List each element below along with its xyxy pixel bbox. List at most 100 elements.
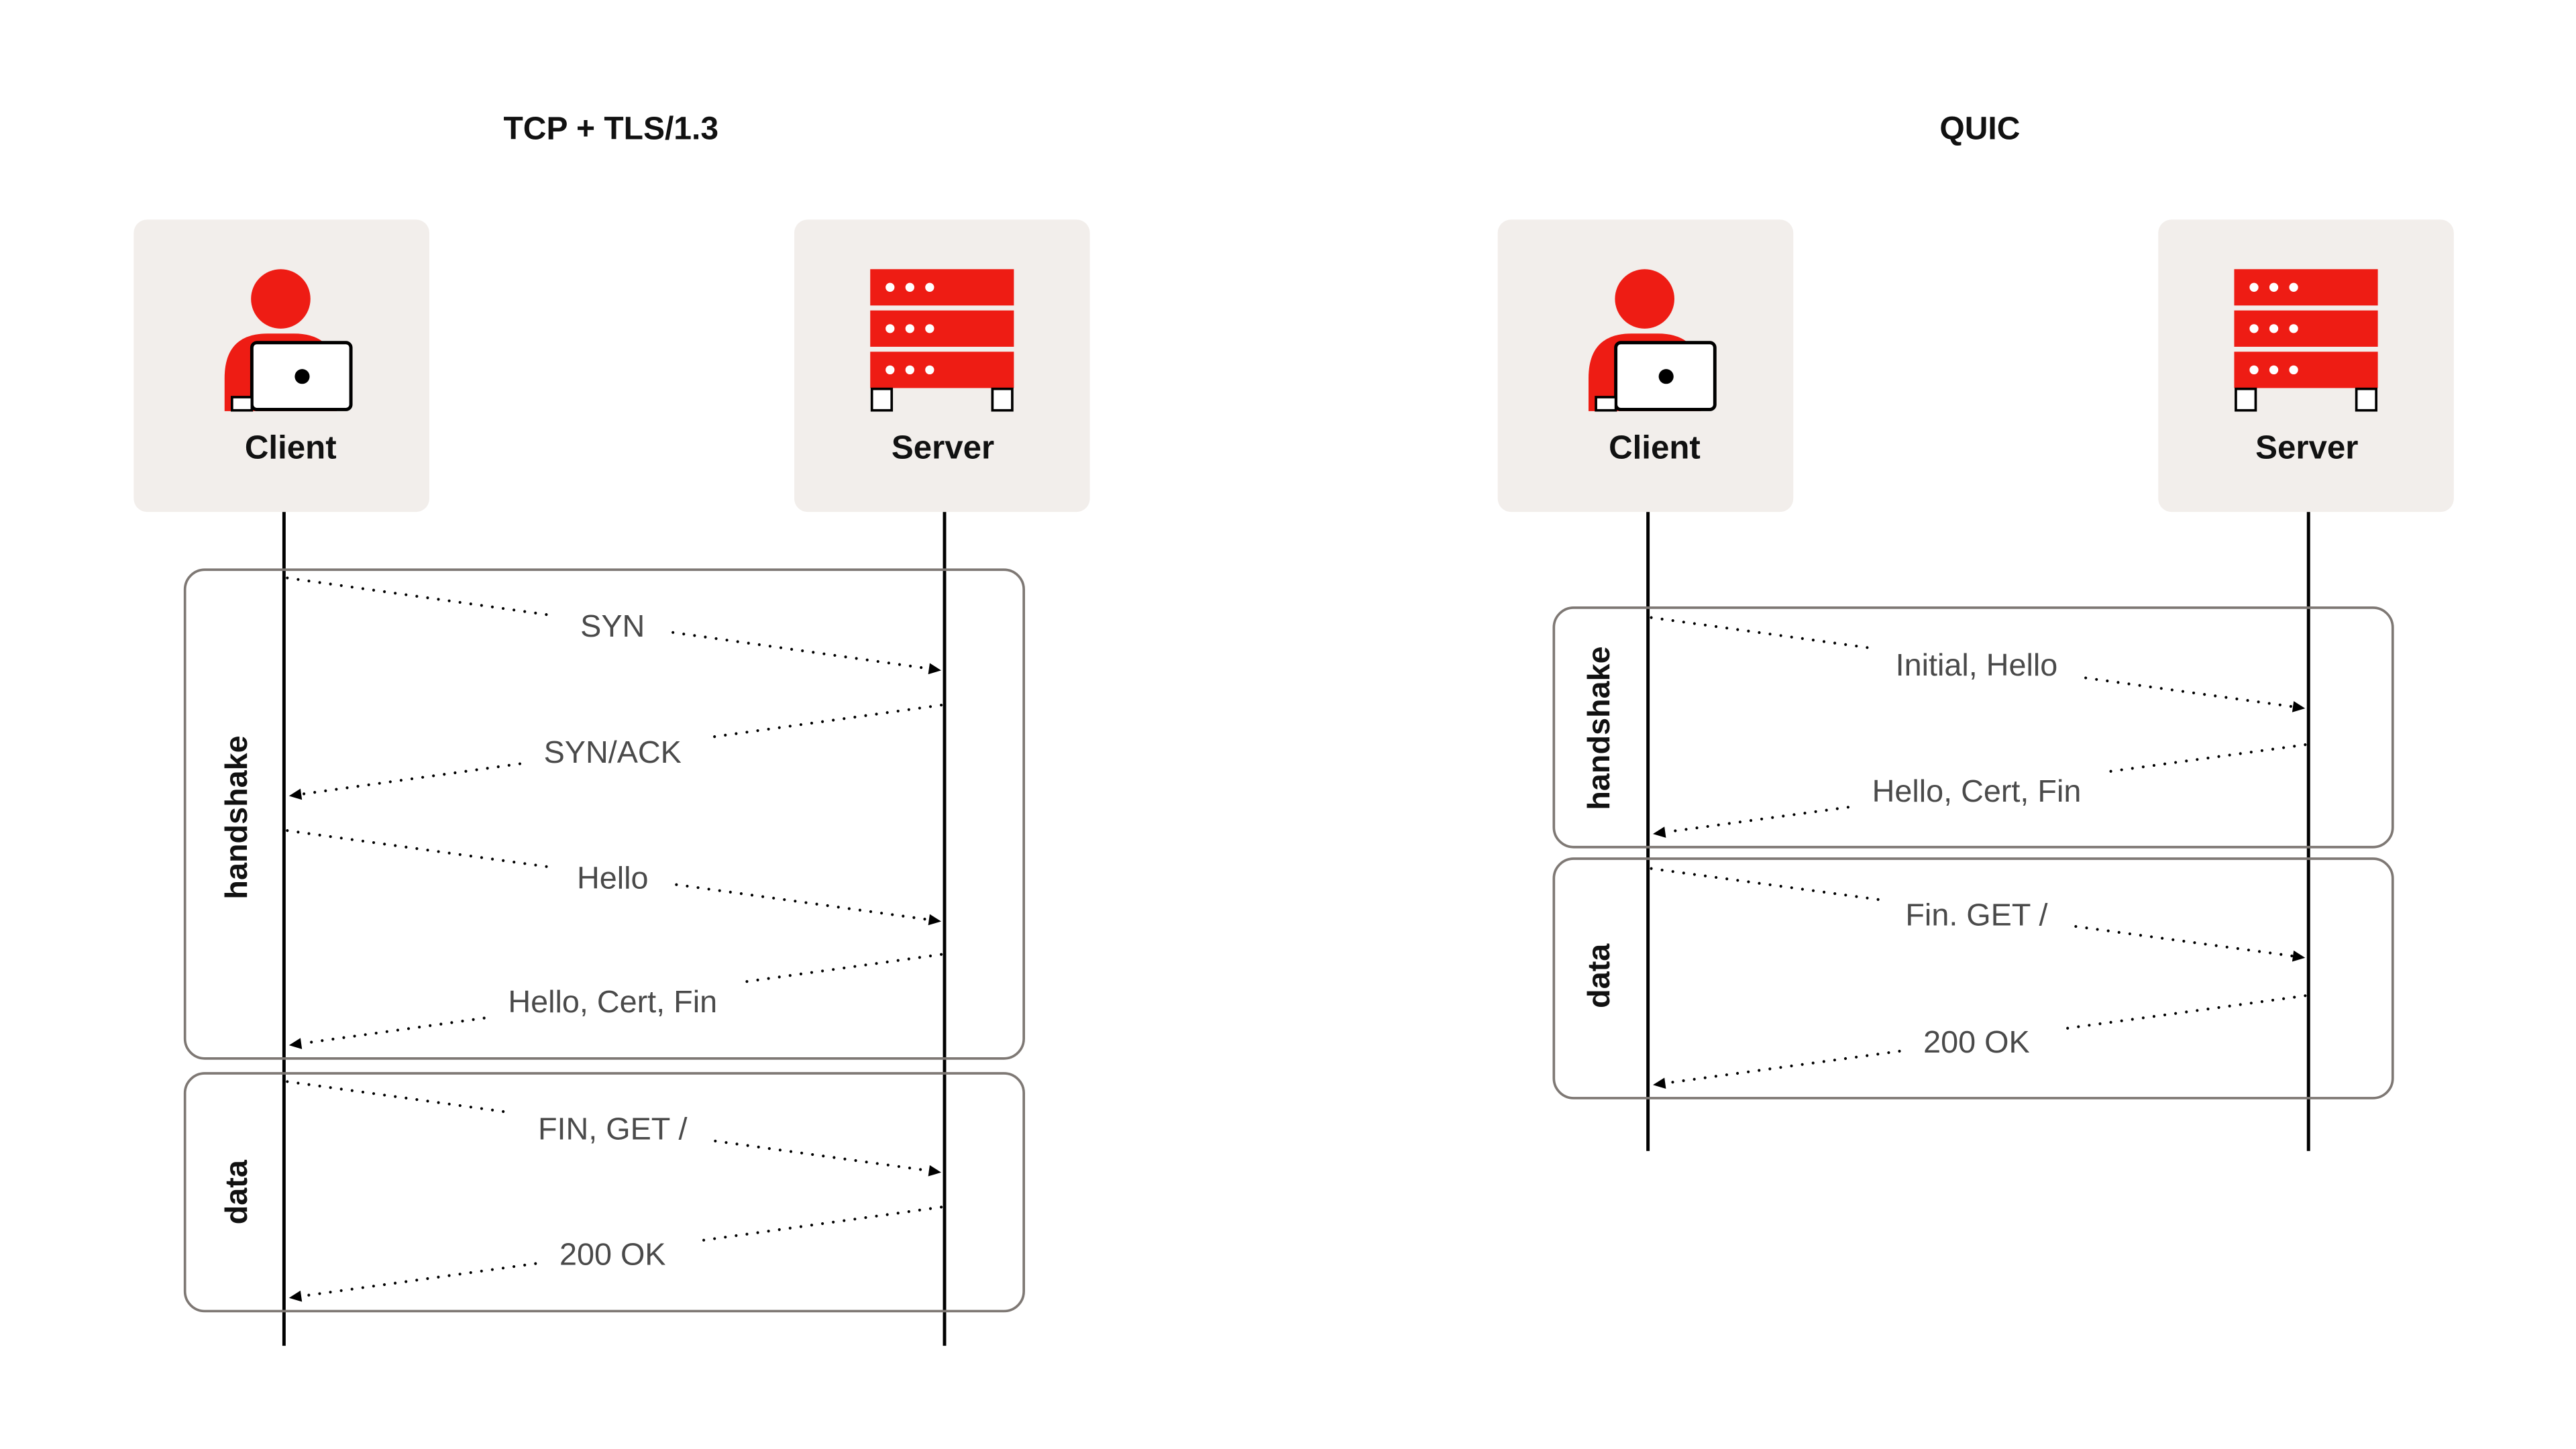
message: Hello, Cert, Fin: [288, 953, 943, 1049]
arrowhead-icon: [928, 1165, 942, 1177]
server-led: [905, 282, 914, 292]
arrowhead-icon: [2292, 701, 2306, 712]
server-led: [2249, 282, 2259, 292]
laptop-base: [1595, 396, 1617, 412]
data-phase-box: [183, 1072, 1025, 1313]
server-leg: [870, 387, 894, 412]
client-participant: Client: [1497, 219, 1794, 513]
message-line: [286, 829, 554, 869]
arrowhead-icon: [2292, 950, 2306, 962]
server-label: Server: [892, 429, 994, 466]
server-leg: [2355, 387, 2377, 412]
message-line: [745, 953, 943, 983]
message-label: SYN: [580, 608, 645, 643]
server-led: [2289, 282, 2298, 292]
message-line: [286, 576, 557, 618]
message: Hello: [286, 829, 942, 926]
message-label: 200 OK: [1923, 1024, 2030, 1059]
message-label: SYN/ACK: [544, 735, 682, 769]
message-line: [693, 1205, 943, 1243]
server-led: [905, 324, 914, 333]
server-led: [905, 365, 914, 375]
server-led: [885, 365, 895, 375]
server-leg: [991, 387, 1014, 412]
phase-label-data: data: [219, 1159, 254, 1224]
message-label: Initial, Hello: [1896, 647, 2058, 682]
server-led: [885, 282, 895, 292]
message-label: 200 OK: [559, 1237, 666, 1272]
data-phase-box: [1552, 857, 2394, 1099]
message-line: [299, 1262, 537, 1298]
laptop-dot: [294, 369, 310, 384]
arrowhead-icon: [1653, 1077, 1666, 1089]
person-head: [251, 269, 311, 329]
arrowhead-icon: [288, 1038, 303, 1049]
server-led: [885, 324, 895, 333]
message: 200 OK: [288, 1205, 943, 1302]
message-line: [299, 762, 522, 796]
person-with-laptop-icon: [224, 269, 353, 412]
message: Hello, Cert, Fin: [1653, 743, 2307, 838]
diagram-title: QUIC: [1939, 111, 2020, 146]
message-line: [1650, 616, 1872, 650]
arrowhead-icon: [288, 788, 303, 800]
arrowhead-icon: [928, 914, 942, 926]
message-line: [672, 631, 930, 670]
phase-label-handshake: handshake: [1581, 646, 1616, 810]
phase-label-data: data: [1581, 943, 1616, 1008]
message-label: FIN, GET /: [538, 1111, 688, 1146]
laptop-dot: [1658, 369, 1674, 384]
tcp-tls-diagram: TCP + TLS/1.3 Client: [133, 111, 1090, 1346]
laptop-base: [231, 396, 254, 412]
message-line: [708, 703, 943, 739]
server-led: [2289, 365, 2298, 375]
message-line: [1650, 867, 1882, 902]
message-line: [2074, 924, 2295, 958]
message: Fin. GET /: [1650, 867, 2306, 962]
server-participant: Server: [794, 219, 1090, 513]
client-label: Client: [245, 429, 337, 466]
diagram-title: TCP + TLS/1.3: [503, 111, 718, 146]
arrowhead-icon: [1653, 826, 1666, 838]
phase-label-handshake: handshake: [219, 735, 254, 899]
message-line: [675, 883, 930, 922]
message-label: Hello: [577, 860, 649, 895]
server-led: [925, 282, 934, 292]
message-line: [1664, 806, 1849, 834]
message-line: [286, 1080, 515, 1115]
message-line: [1664, 1049, 1901, 1085]
server-rack-icon: [2234, 269, 2378, 412]
message-line: [2084, 676, 2295, 708]
message-label: Hello, Cert, Fin: [508, 984, 717, 1019]
server-led: [2249, 324, 2259, 333]
handshake-phase-box: [1552, 606, 2394, 849]
arrowhead-icon: [288, 1290, 303, 1302]
person-with-laptop-icon: [1589, 269, 1717, 412]
server-rack-icon: [870, 269, 1014, 412]
message: SYN/ACK: [288, 703, 943, 800]
message-line: [299, 1016, 486, 1045]
server-led: [925, 324, 934, 333]
message-line: [2057, 994, 2307, 1031]
quic-diagram: QUIC Client: [1497, 111, 2454, 1151]
message: Initial, Hello: [1650, 616, 2306, 712]
message-label: Fin. GET /: [1905, 898, 2047, 932]
person-head: [1615, 269, 1674, 329]
server-led: [2289, 324, 2298, 333]
handshake-phase-box: [183, 568, 1025, 1060]
client-label: Client: [1609, 429, 1701, 466]
message: FIN, GET /: [286, 1080, 942, 1177]
message-line: [714, 1139, 930, 1173]
message: 200 OK: [1653, 994, 2307, 1089]
message: SYN: [286, 576, 942, 675]
server-led: [2269, 282, 2279, 292]
message-line: [2108, 743, 2307, 773]
arrowhead-icon: [928, 663, 942, 675]
client-participant: Client: [133, 219, 429, 513]
server-led: [2269, 365, 2279, 375]
server-led: [2249, 365, 2259, 375]
server-label: Server: [2255, 429, 2358, 466]
